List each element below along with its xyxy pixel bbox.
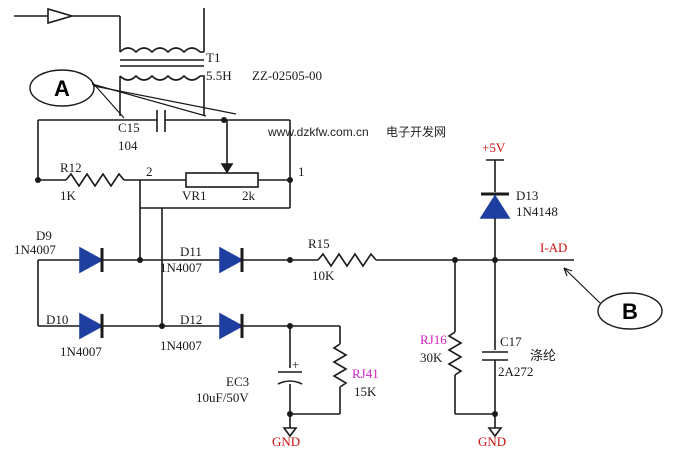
r15-ref: R15 <box>308 236 330 251</box>
c15-ref: C15 <box>118 120 140 135</box>
t1-value: 5.5H <box>206 68 232 83</box>
diode-d10 <box>38 312 162 340</box>
d10-ref: D10 <box>46 312 68 327</box>
resistor-rj16 <box>447 331 463 414</box>
watermark-url: www.dzkfw.com.cn <box>267 125 369 139</box>
ec3-plus: + <box>292 357 299 372</box>
r12-value: 1K <box>60 188 77 203</box>
annotation-b-bubble <box>597 292 663 330</box>
diode-d12 <box>219 312 290 340</box>
d9-value: 1N4007 <box>14 242 56 257</box>
d13-ref: D13 <box>516 188 538 203</box>
vr1-value: 2k <box>242 188 256 203</box>
d13-value: 1N4148 <box>516 204 558 219</box>
rj41-value: 15K <box>354 384 377 399</box>
d9-ref: D9 <box>36 228 52 243</box>
gnd-left-label: GND <box>272 434 300 449</box>
resistor-r15 <box>290 252 574 268</box>
annotation-b-label: B <box>622 299 638 324</box>
potentiometer-vr1 <box>185 120 290 188</box>
rj41-ref: RJ41 <box>352 366 379 381</box>
c17-note: 涤纶 <box>530 349 556 364</box>
t1-ref: T1 <box>206 50 220 65</box>
resistor-r12 <box>38 172 186 188</box>
c17-value: 2A272 <box>498 364 533 379</box>
capacitor-ec3 <box>277 371 303 428</box>
r12-ref: R12 <box>60 160 82 175</box>
rj16-ref: RJ16 <box>420 332 447 347</box>
r15-value: 10K <box>312 268 335 283</box>
d11-ref: D11 <box>180 244 202 259</box>
ground-symbol-right <box>487 427 503 438</box>
vr1-ref: VR1 <box>182 188 207 203</box>
d12-ref: D12 <box>180 312 202 327</box>
diode-d11 <box>219 246 290 274</box>
d12-value: 1N4007 <box>160 338 202 353</box>
vcc-label: +5V <box>482 140 506 155</box>
watermark-site: 电子开发网 <box>386 124 446 139</box>
input-arrow <box>14 7 121 40</box>
node-1-label: 1 <box>298 164 305 179</box>
d11-value: 1N4007 <box>160 260 202 275</box>
gnd-right-label: GND <box>478 434 506 449</box>
t1-part: ZZ-02505-00 <box>252 68 322 83</box>
diode-d9 <box>38 246 140 274</box>
annotation-arrows <box>91 81 601 304</box>
capacitor-c15 <box>38 110 290 132</box>
signal-label: I-AD <box>540 240 567 255</box>
c17-ref: C17 <box>500 334 522 349</box>
c15-value: 104 <box>118 138 138 153</box>
ec3-value: 10uF/50V <box>196 390 249 405</box>
annotation-a-label: A <box>54 76 70 101</box>
diode-d13 <box>479 192 511 260</box>
node-2-label: 2 <box>146 164 153 179</box>
ec3-ref: EC3 <box>226 374 249 389</box>
resistor-rj41 <box>290 343 348 415</box>
rj16-value: 30K <box>420 350 443 365</box>
transformer-t1 <box>119 8 205 116</box>
d10-value: 1N4007 <box>60 344 102 359</box>
junction-dots <box>35 117 498 417</box>
annotation-a-bubble <box>29 69 95 107</box>
ground-symbol-left <box>282 427 298 438</box>
